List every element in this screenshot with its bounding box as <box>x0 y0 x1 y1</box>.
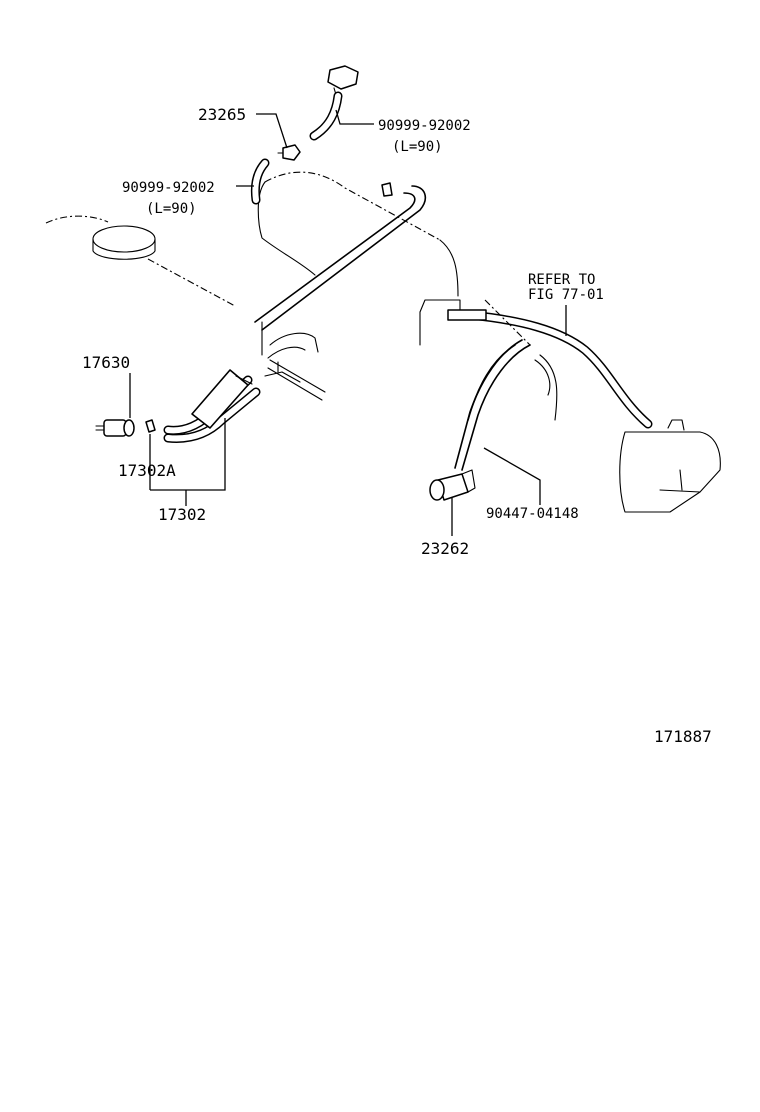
sensor-23262 <box>429 469 476 501</box>
label-23262: 23262 <box>421 539 469 558</box>
label-length-left: (L=90) <box>146 201 197 217</box>
label-refer-line2: FIG 77-01 <box>528 287 604 303</box>
label-refer-line1: REFER TO <box>528 272 595 288</box>
label-23265: 23265 <box>198 105 246 124</box>
cable-90447 <box>454 339 558 471</box>
label-illustration-number: 171887 <box>654 727 712 746</box>
vent-cap <box>327 65 359 99</box>
canister-outline <box>619 419 721 513</box>
label-17302: 17302 <box>158 505 206 524</box>
body-panel-outline <box>419 299 531 346</box>
hose-90999-left <box>250 158 270 205</box>
label-90999-left: 90999-92002 <box>122 180 215 196</box>
labels: 23265 90999-92002 (L=90) 90999-92002 (L=… <box>82 105 712 746</box>
label-90447: 90447-04148 <box>486 506 579 522</box>
vapor-lines <box>254 182 427 359</box>
label-length-top: (L=90) <box>392 139 443 155</box>
bracket <box>264 359 326 401</box>
refer-line-hose <box>465 310 653 429</box>
label-17630: 17630 <box>82 353 130 372</box>
label-17302A: 17302A <box>118 461 176 480</box>
plug-17630 <box>95 419 156 437</box>
label-90999-top: 90999-92002 <box>378 118 471 134</box>
filler-cap-outline <box>45 215 236 307</box>
hose-90999-top <box>309 91 343 141</box>
valve-23265 <box>277 144 301 161</box>
leader-lines <box>129 109 567 536</box>
hose-17302 <box>163 369 261 443</box>
fuel-tank-outline <box>257 171 459 297</box>
